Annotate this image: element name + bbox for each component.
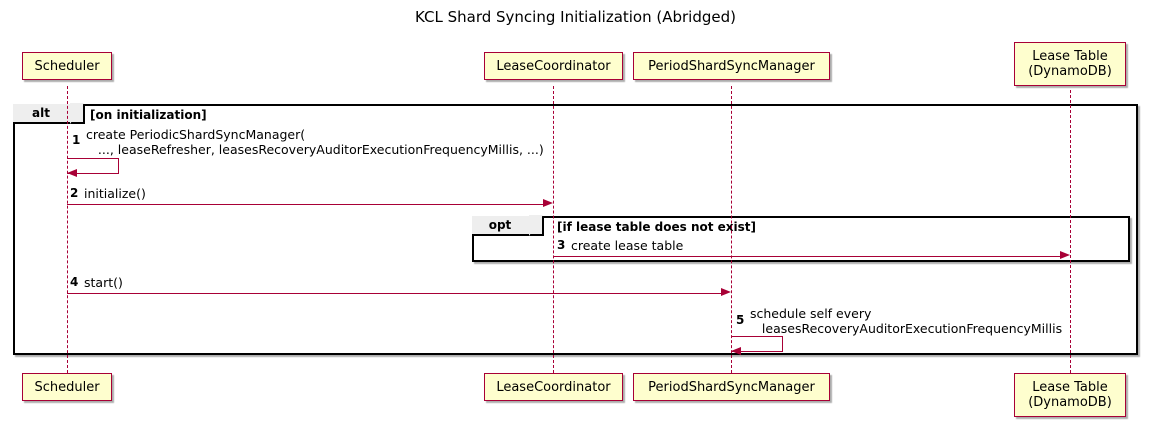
message-1-self-loop — [67, 158, 119, 174]
participant-leasecoord-label-line-0: LeaseCoordinator — [496, 58, 611, 74]
message-3-label: create lease table — [571, 238, 684, 253]
lifeline-scheduler — [67, 86, 68, 373]
participant-scheduler-bottom[interactable]: Scheduler — [22, 373, 112, 401]
message-5-arrowhead — [731, 347, 741, 355]
message-3-line — [553, 256, 1061, 257]
lifeline-psm — [731, 86, 732, 373]
message-4-arrowhead — [721, 288, 731, 296]
message-2-label: initialize() — [84, 186, 146, 201]
participant-leasetable-label-line-1: (DynamoDB) — [1028, 64, 1112, 79]
message-3-number: 3 — [557, 238, 566, 252]
participant-leasecoord-bottom[interactable]: LeaseCoordinator — [484, 373, 623, 401]
message-4-line — [67, 293, 722, 294]
participant-scheduler-label-line-0: Scheduler — [34, 58, 100, 74]
message-2-line — [67, 204, 544, 205]
alt-frame-label: alt — [13, 103, 85, 124]
message-5-self-loop — [731, 336, 783, 352]
lifeline-leasetable — [1070, 90, 1071, 373]
message-1-label: create PeriodicShardSyncManager( ..., le… — [86, 127, 544, 157]
opt-frame-label: opt — [472, 215, 544, 236]
participant-leasetable-top[interactable]: Lease Table(DynamoDB) — [1014, 42, 1126, 86]
participant-scheduler-top[interactable]: Scheduler — [22, 52, 112, 80]
message-2-number: 2 — [70, 186, 79, 200]
alt-frame — [13, 104, 1138, 355]
message-3-arrowhead — [1060, 251, 1070, 259]
message-1-number: 1 — [72, 133, 81, 147]
message-2-arrowhead — [543, 199, 553, 207]
participant-leasecoord-label-line-0: LeaseCoordinator — [496, 379, 611, 395]
message-5-label: schedule self every leasesRecoveryAudito… — [750, 306, 1063, 336]
participant-psm-bottom[interactable]: PeriodShardSyncManager — [633, 373, 830, 401]
diagram-title: KCL Shard Syncing Initialization (Abridg… — [415, 8, 736, 26]
message-5-number: 5 — [736, 313, 745, 327]
participant-leasecoord-top[interactable]: LeaseCoordinator — [484, 52, 623, 80]
lifeline-leasecoord — [553, 86, 554, 373]
alt-frame-condition: [on initialization] — [90, 108, 207, 122]
opt-frame-condition: [if lease table does not exist] — [557, 220, 757, 234]
message-4-number: 4 — [70, 275, 79, 289]
participant-psm-label-line-0: PeriodShardSyncManager — [648, 58, 815, 74]
opt-frame — [472, 216, 1130, 262]
participant-scheduler-label-line-0: Scheduler — [34, 379, 100, 395]
message-4-label: start() — [84, 275, 123, 290]
participant-leasetable-label-line-0: Lease Table — [1032, 49, 1108, 64]
participant-leasetable-label-line-0: Lease Table — [1032, 380, 1108, 395]
message-1-arrowhead — [67, 169, 77, 177]
participant-leasetable-bottom[interactable]: Lease Table(DynamoDB) — [1014, 373, 1126, 417]
participant-psm-top[interactable]: PeriodShardSyncManager — [633, 52, 830, 80]
participant-psm-label-line-0: PeriodShardSyncManager — [648, 379, 815, 395]
participant-leasetable-label-line-1: (DynamoDB) — [1028, 395, 1112, 410]
